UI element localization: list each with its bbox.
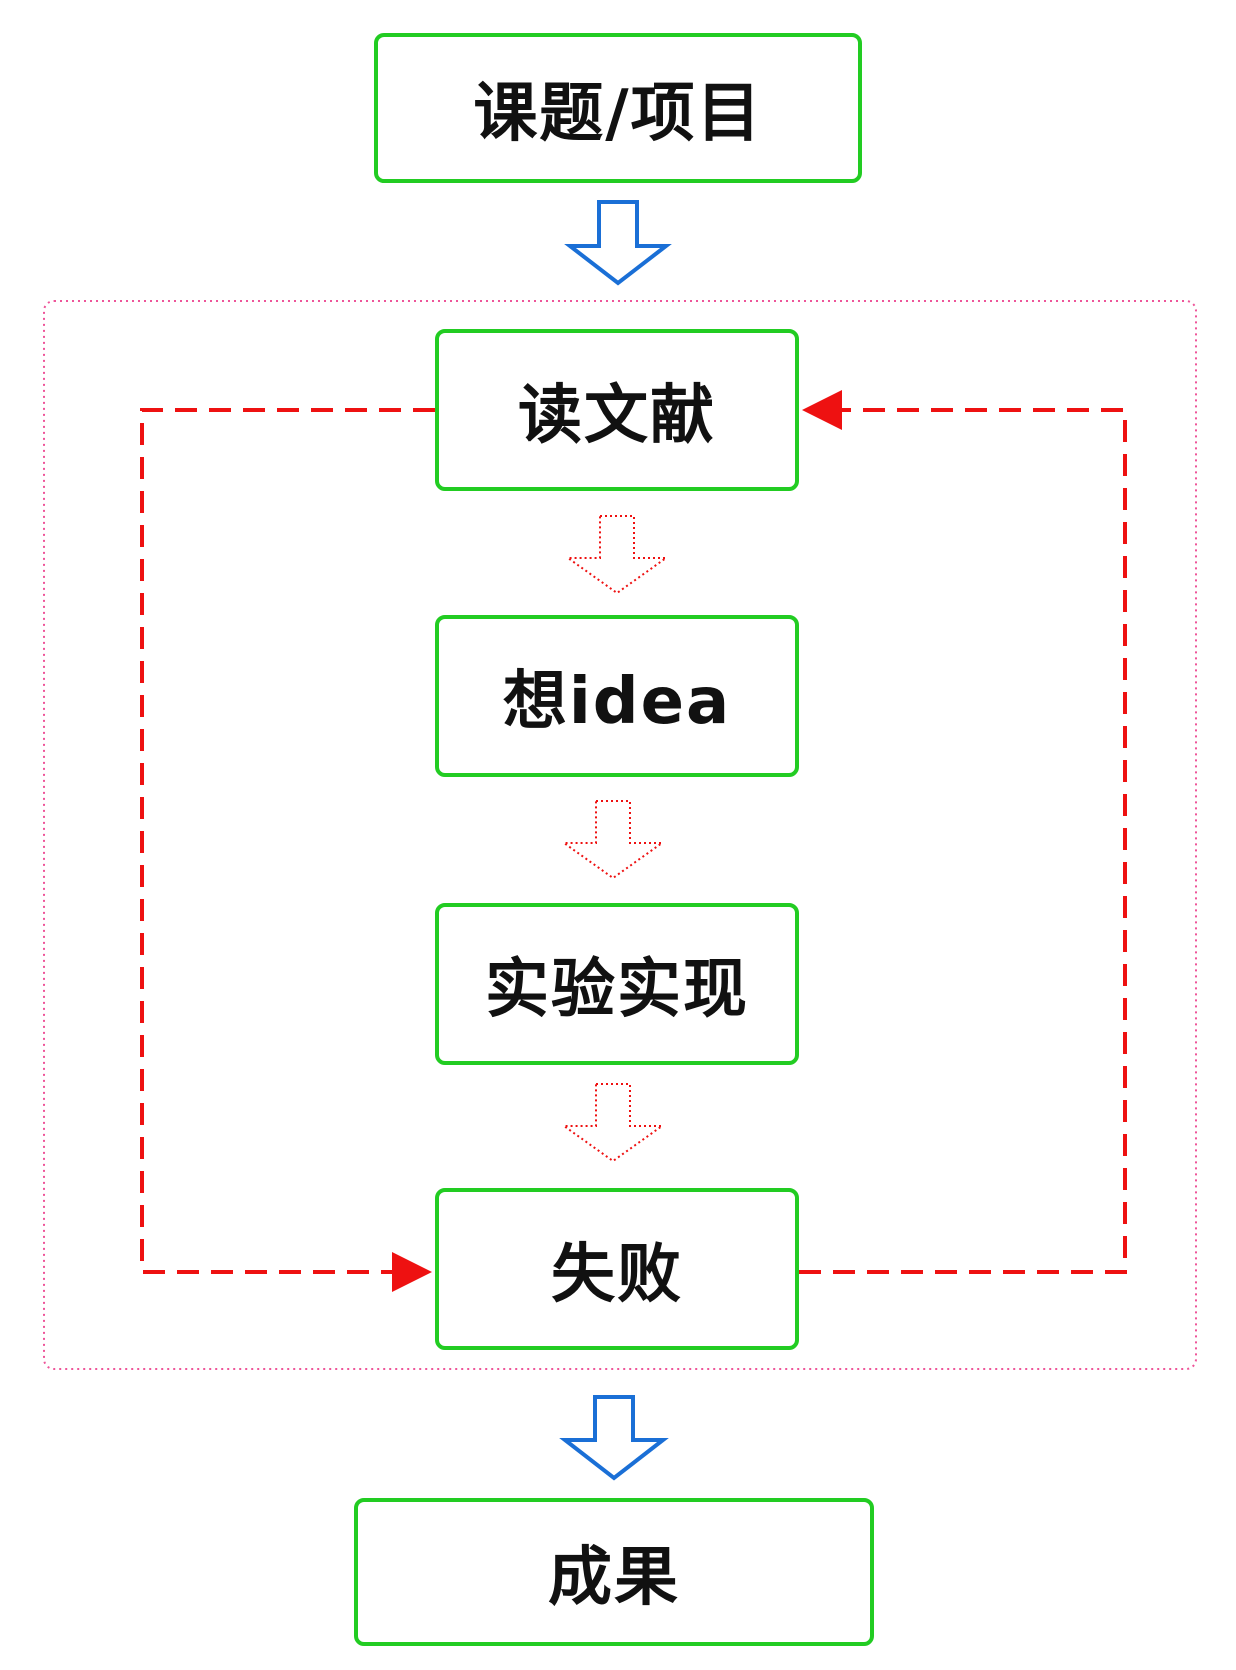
idea-node: 想idea <box>435 615 799 777</box>
experiment-node: 实验实现 <box>435 903 799 1065</box>
experiment-label: 实验实现 <box>485 953 749 1027</box>
down-arrow-icon <box>559 1395 669 1481</box>
topic-node: 课题/项目 <box>374 33 862 183</box>
loop-right-connector <box>799 390 1127 1274</box>
result-node: 成果 <box>354 1498 874 1646</box>
result-label: 成果 <box>548 1541 680 1615</box>
loop-frame <box>43 300 1197 1370</box>
down-arrow-icon <box>560 1083 666 1163</box>
down-arrow-icon <box>564 200 672 286</box>
fail-node: 失败 <box>435 1188 799 1350</box>
read-literature-node: 读文献 <box>435 329 799 491</box>
down-arrow-icon <box>564 515 670 595</box>
loop-left-connector <box>140 408 435 1292</box>
idea-label: 想idea <box>502 665 732 739</box>
topic-label: 课题/项目 <box>473 77 763 151</box>
down-arrow-icon <box>560 800 666 880</box>
fail-label: 失败 <box>551 1238 683 1312</box>
read-literature-label: 读文献 <box>518 379 716 453</box>
